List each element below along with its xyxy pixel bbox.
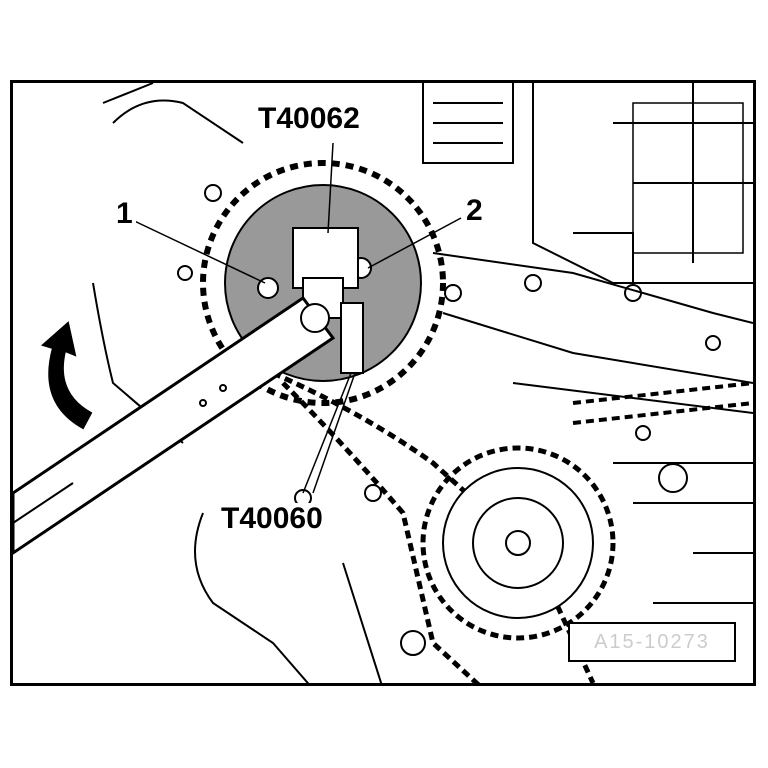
diagram-frame: T40062 T40060 1 2: [10, 80, 756, 686]
leader-lines: [127, 142, 462, 494]
bolt-1: [257, 277, 279, 299]
tool-t40060-pin: [340, 302, 364, 374]
engine-timing-illustration: [13, 83, 753, 683]
rotation-arrow-icon: [40, 321, 93, 430]
reference-code: A15-10273: [568, 622, 736, 662]
label-item-2: 2: [463, 195, 486, 227]
counterhold-wrench: [13, 295, 336, 555]
label-item-1: 1: [113, 198, 136, 230]
label-tool-t40060: T40060: [218, 503, 326, 535]
label-tool-t40062: T40062: [255, 103, 363, 135]
crankshaft-sprocket: [271, 370, 753, 683]
